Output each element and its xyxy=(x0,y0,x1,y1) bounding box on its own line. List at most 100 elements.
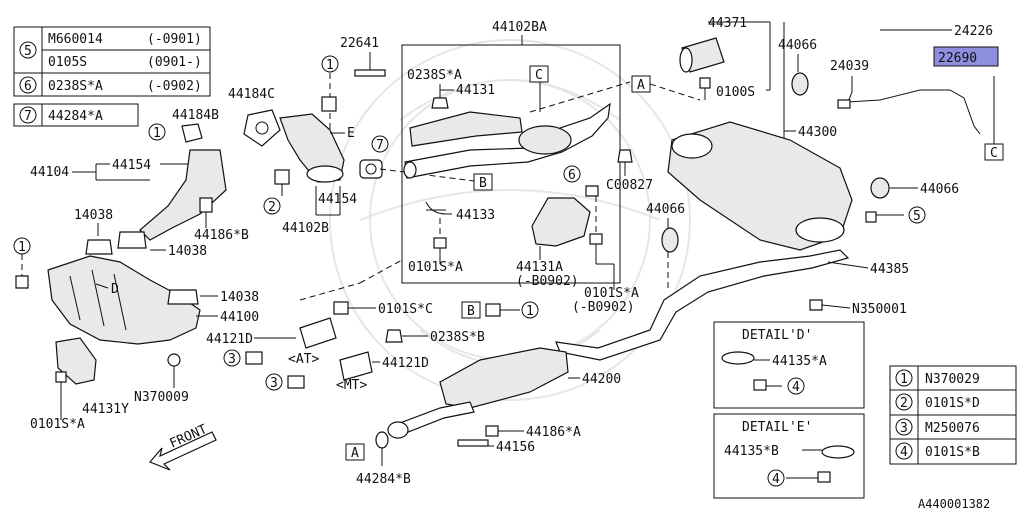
legend-range-0902: (-0902) xyxy=(147,79,202,94)
diagram-shape xyxy=(339,351,373,381)
legend-code-0101sb: 0101S*B xyxy=(925,445,980,460)
legend-num-6: 6 xyxy=(24,79,32,94)
diagram-shape xyxy=(199,197,213,213)
label-0101sa-center: 0101S*A xyxy=(408,260,463,275)
label-44066-b: 44066 xyxy=(920,182,959,197)
diagram-shape xyxy=(47,255,201,345)
callout-1-d: 1 xyxy=(18,240,26,255)
diagram-shape xyxy=(223,349,241,367)
legend-bottom: 1 N370029 2 0101S*D 3 M250076 4 0101S*B xyxy=(889,365,1017,465)
diagram-shape xyxy=(617,149,633,163)
ref-a-top: A xyxy=(637,78,645,93)
diagram-shape xyxy=(167,353,181,367)
label-c00827: C00827 xyxy=(606,178,653,193)
diagram-shape xyxy=(485,303,501,317)
label-44131a-range: (-B0902) xyxy=(516,274,579,289)
diagram-shape xyxy=(817,471,831,483)
detail-d-title: DETAIL'D' xyxy=(742,328,812,343)
diagram-shape xyxy=(865,211,877,223)
legend-code-n370029: N370029 xyxy=(925,372,980,387)
label-44100: 44100 xyxy=(220,310,259,325)
diagram-shape xyxy=(821,304,851,309)
label-44121d-b: 44121D xyxy=(382,356,429,371)
label-44371: 44371 xyxy=(708,16,747,31)
ref-c-top: C xyxy=(535,68,543,83)
label-44186a: 44186*A xyxy=(526,425,581,440)
diagram-shape xyxy=(895,442,913,460)
label-44102b: 44102B xyxy=(282,221,329,236)
diagram-shape xyxy=(767,469,785,487)
diagram-shape xyxy=(255,121,269,135)
legend-top: 5 M660014 (-0901) 0105S (0901-) 6 0238S*… xyxy=(13,26,211,127)
diagram-shape xyxy=(385,329,403,343)
label-0101sa-mid: 0101S*A xyxy=(584,286,639,301)
diagram-shape xyxy=(181,123,203,143)
diagram-shape xyxy=(787,377,805,395)
diagram-shape xyxy=(837,99,851,109)
label-44154-a: 44154 xyxy=(112,158,151,173)
callout-5: 5 xyxy=(913,209,921,224)
diagram-shape xyxy=(387,421,409,439)
diagram-shape xyxy=(13,26,211,97)
callout-2: 2 xyxy=(268,200,276,215)
diagram-shape xyxy=(847,76,975,127)
diagram-shape xyxy=(148,123,166,141)
diagram-shape xyxy=(245,351,263,365)
label-44156: 44156 xyxy=(496,440,535,455)
diagram-shape xyxy=(425,201,447,215)
label-at: <AT> xyxy=(288,352,319,367)
callout-4-d: 4 xyxy=(792,380,800,395)
diagram-shape xyxy=(908,206,926,224)
label-14038-c: 14038 xyxy=(220,290,259,305)
diagram-shape xyxy=(359,259,403,284)
diagram-shape xyxy=(585,185,599,197)
diagram-shape xyxy=(321,55,339,73)
diagram-shape xyxy=(409,111,523,147)
label-22641: 22641 xyxy=(340,36,379,51)
diagram-shape xyxy=(167,289,199,305)
label-44385: 44385 xyxy=(870,262,909,277)
diagram-shape xyxy=(243,109,281,147)
callout-3-mt: 3 xyxy=(270,376,278,391)
diagram-shape xyxy=(439,347,569,409)
legend-num-7: 7 xyxy=(24,109,32,124)
ref-b-bolt: B xyxy=(467,304,475,319)
catalyst-box-contents: 0238S*A 44131 C 44133 0101S*A B xyxy=(403,65,631,275)
label-d: D xyxy=(111,282,119,297)
label-44300: 44300 xyxy=(798,125,837,140)
center-lower-parts: 0101S*C 44121D 0238S*B 3 <AT> 44121D 3 <… xyxy=(148,301,621,487)
diagram-shape xyxy=(827,261,869,269)
diagram-shape xyxy=(329,39,691,401)
highlight-22690 xyxy=(933,46,999,67)
label-e: E xyxy=(347,126,355,141)
label-44104: 44104 xyxy=(30,165,69,180)
diagram-shape xyxy=(433,237,447,249)
diagram-shape xyxy=(333,301,349,315)
diagram-shape xyxy=(791,72,809,96)
diagram-shape xyxy=(895,393,913,411)
label-0101sa-left: 0101S*A xyxy=(30,417,85,432)
legend-code-0105s: 0105S xyxy=(48,55,87,70)
diagram-shape xyxy=(713,413,865,499)
label-44066-a: 44066 xyxy=(778,38,817,53)
detail-e-box: DETAIL'E' 44135*B 4 xyxy=(713,413,865,499)
diagram-shape xyxy=(521,301,539,319)
label-44154-b: 44154 xyxy=(318,192,357,207)
diagram-shape xyxy=(518,125,572,155)
diagram-shape xyxy=(431,97,449,109)
diagram-code: A440001382 xyxy=(918,497,990,511)
diagram-shape xyxy=(379,168,491,184)
label-22690: 22690 xyxy=(938,51,977,66)
label-24039: 24039 xyxy=(830,59,869,74)
callout-4-e: 4 xyxy=(772,472,780,487)
front-arrow-icon xyxy=(148,431,217,471)
diagram-shape xyxy=(753,379,767,391)
label-0238sa-top: 0238S*A xyxy=(407,68,462,83)
diagram-shape xyxy=(19,106,37,124)
callout-1-b: 1 xyxy=(153,126,161,141)
label-0100s: 0100S xyxy=(716,85,755,100)
diagram-shape xyxy=(19,41,37,59)
diagram-shape xyxy=(461,301,481,319)
diagram-shape xyxy=(371,135,389,153)
